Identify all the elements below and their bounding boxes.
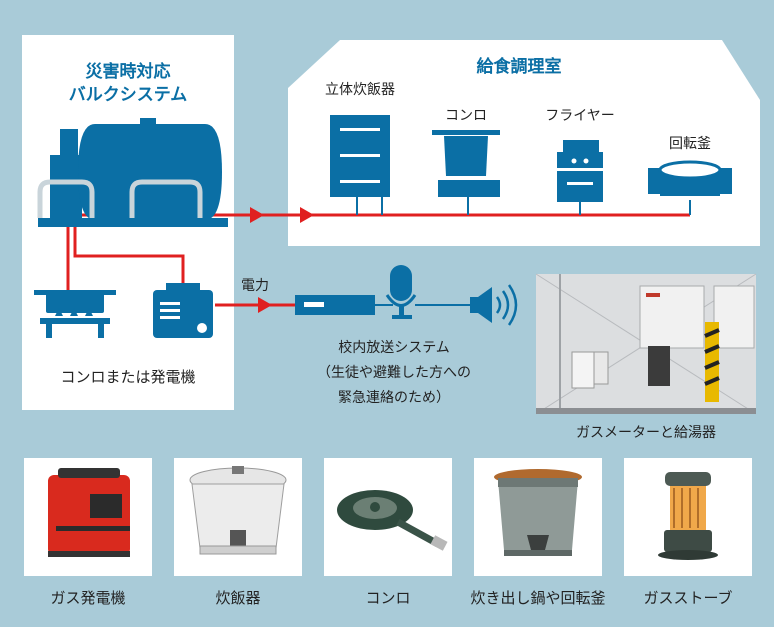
arrow-right-icon: [300, 207, 314, 223]
stove-or-generator-label: コンロまたは発電機: [60, 368, 195, 386]
microphone-icon: [385, 265, 417, 319]
bulk-system-title-1: 災害時対応: [86, 61, 171, 82]
kitchen-stove-icon: [432, 130, 500, 197]
rice-cooker-tower-label: 立体炊飯器: [325, 81, 395, 98]
broadcast-line-3: 緊急連絡のため）: [338, 390, 450, 406]
bulk-system-title-2: バルクシステム: [69, 85, 188, 105]
burner-picture: [337, 490, 448, 551]
bulk-tank-frame: [37, 179, 203, 218]
photo-caption: ガスメーターと給湯器: [576, 424, 716, 441]
broadcast-line-1: 校内放送システム: [338, 339, 450, 356]
flow-arrows: [250, 207, 314, 313]
gas-generator-picture: [48, 468, 130, 557]
card-gas-heater-label: ガスストーブ: [643, 589, 732, 607]
amplifier-icon: [295, 295, 393, 315]
fryer-label: フライヤー: [545, 108, 615, 124]
gas-stove-heater-picture: [658, 472, 718, 560]
arrow-right-icon: [250, 207, 264, 223]
card-stove-label: コンロ: [365, 589, 410, 607]
kitchen-title: 給食調理室: [477, 56, 562, 77]
broadcast-line-2: （生徒や避難した方への: [317, 365, 471, 381]
bulk-tank-icon: [38, 118, 228, 227]
speaker-icon: [415, 284, 518, 326]
power-label: 電力: [241, 278, 269, 294]
large-pot-picture: [494, 469, 582, 556]
fryer-icon: [557, 140, 603, 202]
rotary-kettle-label: 回転釜: [669, 136, 711, 152]
generator-icon: [153, 283, 213, 338]
stove-icon: [34, 290, 116, 338]
card-rice-cooker-label: 炊飯器: [215, 589, 260, 607]
rotary-kettle-icon: [648, 160, 732, 196]
kitchen-panel: [288, 40, 760, 246]
kitchen-branch-lines: [356, 197, 691, 215]
rice-cooker-tower-icon: [330, 115, 390, 197]
card-generator-label: ガス発電機: [50, 589, 125, 607]
arrow-right-icon: [258, 297, 272, 313]
card-large-pot-label: 炊き出し鍋や回転釜: [470, 589, 605, 607]
kitchen-stove-label: コンロ: [445, 108, 487, 124]
gas-meter-photo: [535, 273, 757, 415]
rice-cooker-picture: [189, 466, 287, 555]
